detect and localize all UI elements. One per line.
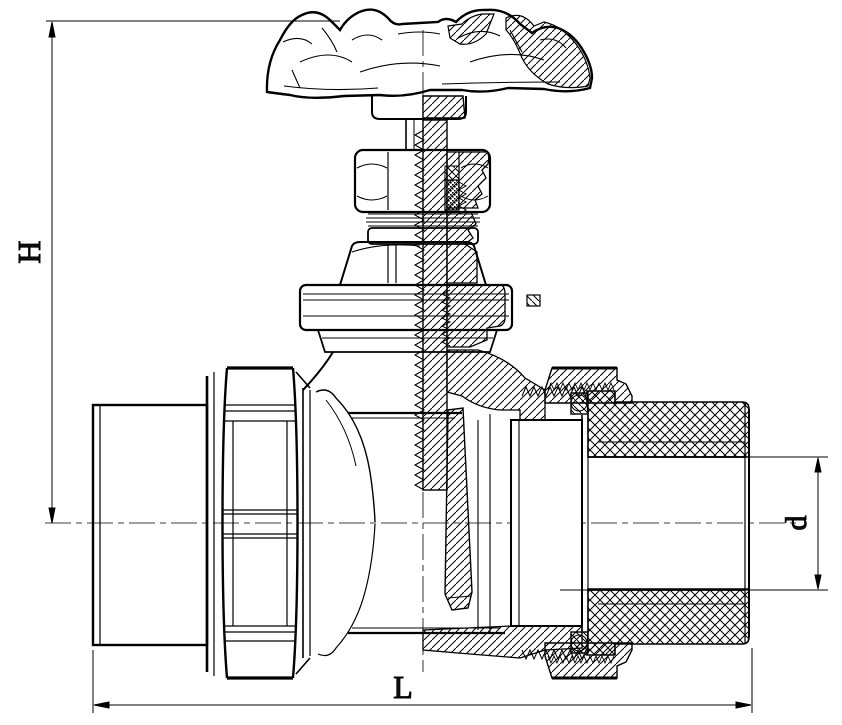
gland-thread [457, 181, 468, 215]
gate-wedge [444, 407, 473, 611]
male-thread-top [521, 385, 587, 398]
right-tailpiece [510, 419, 583, 627]
l-arrow-right [735, 701, 752, 709]
nut-thread-bottom [547, 654, 615, 665]
adapter-bottom [586, 588, 750, 656]
h-arrow-top [48, 21, 56, 38]
packing-seal [444, 179, 460, 211]
handwheel-hub-section [422, 95, 466, 119]
handwheel-section-hatch2 [447, 13, 495, 45]
l-label: L [393, 669, 413, 705]
l-arrow-left [93, 701, 110, 709]
d-arrow-bottom [814, 574, 822, 590]
valve-body-section [422, 349, 583, 659]
bonnet-body-thread [440, 289, 452, 347]
bonnet-section-flange [446, 284, 506, 348]
bonnet-lower-band [316, 329, 499, 353]
valve-stem [405, 119, 448, 491]
left-tail-pipe [91, 403, 209, 647]
h-label: H [11, 240, 47, 263]
plastic-adapter [581, 390, 750, 656]
packing-nut [353, 148, 492, 215]
stem-section [422, 119, 448, 491]
handwheel [265, 8, 594, 120]
bonnet [298, 211, 514, 353]
dimension-l: L [92, 648, 753, 713]
handwheel-hub [371, 95, 467, 120]
stem-thread [413, 129, 426, 491]
stem-washer [444, 165, 460, 181]
adapter-top [586, 390, 750, 458]
dimension-h: H [11, 20, 340, 524]
o-ring-seals [526, 294, 589, 654]
nut-thread-top [547, 381, 615, 392]
h-arrow-bottom [48, 507, 56, 524]
left-union-washer [205, 372, 215, 676]
dimension-d: d [560, 456, 828, 591]
d-label: d [780, 516, 813, 531]
male-thread-bottom [521, 648, 587, 661]
bonnet-collar [367, 227, 479, 245]
d-arrow-top [814, 457, 822, 473]
bonnet-section-upper [446, 211, 478, 284]
bonnet-dome [339, 241, 487, 286]
left-union-nut [221, 366, 299, 680]
handwheel-section-hatch [505, 14, 591, 89]
